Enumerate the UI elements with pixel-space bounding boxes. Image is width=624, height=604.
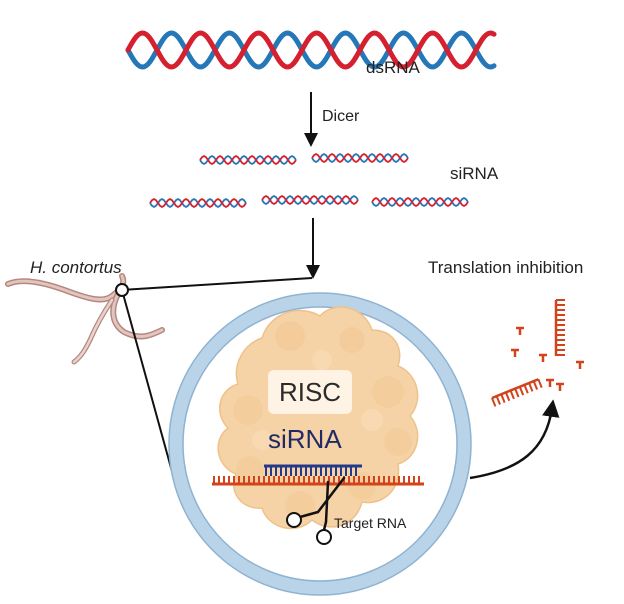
- cell-inner-edge: [182, 306, 458, 582]
- sirna-fragment: [371, 196, 469, 208]
- zoom-origin: [115, 283, 129, 297]
- bound-sirna-label: siRNA: [268, 424, 342, 454]
- bound-sirna-strand: [264, 464, 362, 476]
- zoom-line-top: [121, 277, 313, 291]
- cell-outer-edge: [168, 292, 472, 596]
- target-rna-strand: [212, 476, 424, 486]
- rna-fragments-icon: [491, 299, 584, 407]
- sirna-fragment: [149, 197, 247, 209]
- translation-inhibition-label: Translation inhibition: [428, 258, 584, 277]
- scissors-icon: [286, 476, 346, 545]
- sirna-fragments: [149, 152, 469, 209]
- sirna-fragment: [199, 154, 297, 166]
- sirna-fragment: [311, 152, 409, 164]
- dsrna-helix: [125, 30, 497, 70]
- dsrna-label: dsRNA: [366, 58, 420, 77]
- target-rna-label: Target RNA: [334, 515, 407, 531]
- risc-label: RISC: [268, 370, 352, 414]
- sirna-fragment: [261, 194, 359, 206]
- worm-icon: [5, 273, 165, 365]
- inhibition-arrow: [469, 399, 560, 480]
- zoom-line-bottom: [121, 289, 177, 487]
- dicer-label: Dicer: [322, 108, 360, 125]
- sirna-label: siRNA: [450, 164, 499, 183]
- species-label: H. contortus: [30, 258, 122, 277]
